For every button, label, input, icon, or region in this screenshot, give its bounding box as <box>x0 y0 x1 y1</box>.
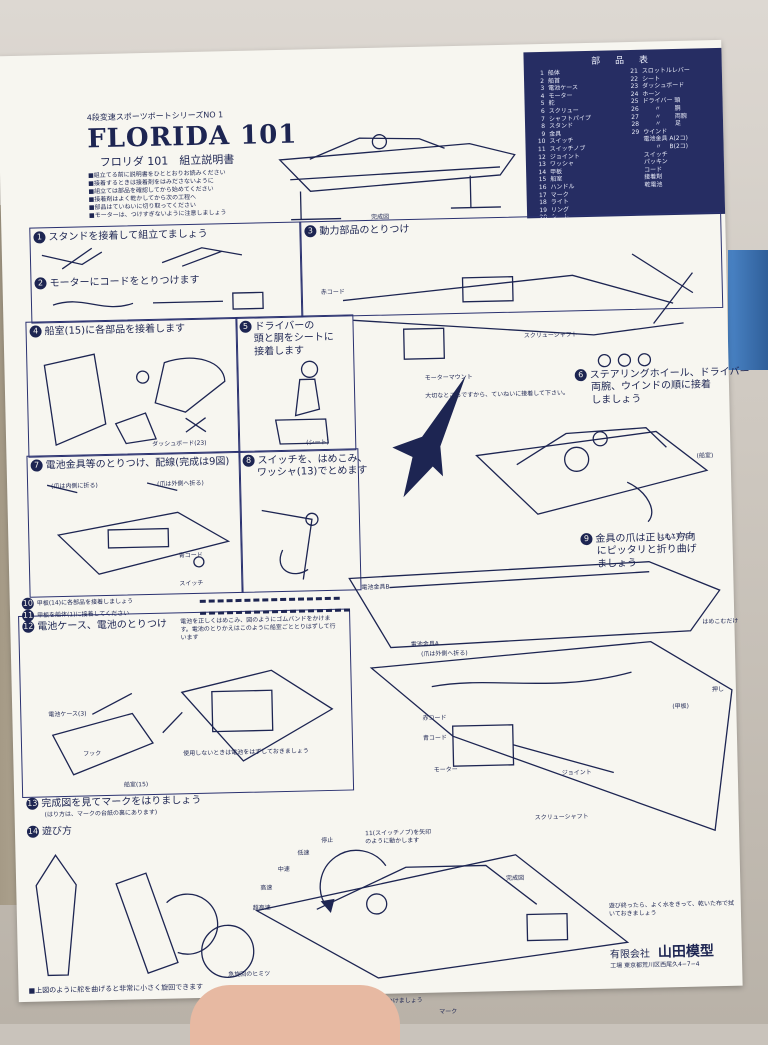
claw-in-label: (爪は内側に折る) <box>51 482 98 491</box>
step-13-subtitle: (はり方は、マークの台紙の裏にあります) <box>44 808 158 819</box>
switch-label: スイッチ <box>179 579 204 588</box>
cabin-parts-illustration <box>43 353 226 447</box>
speed-mid: 中速 <box>277 865 290 874</box>
battery-b-label: 電池金具B <box>361 583 390 592</box>
hull-assembly-illustration <box>348 561 733 832</box>
battery-a-label: 電池金具A <box>410 640 439 649</box>
speed-stop: 停止 <box>321 836 334 845</box>
claw-out-label-2: (爪は外側へ折る) <box>420 649 468 658</box>
stand-parts-illustration <box>41 247 243 270</box>
mark-label: マーク <box>439 1008 458 1016</box>
blue-cord-label: 青コード <box>178 551 203 560</box>
fit-only-label: はめこむだけ <box>702 617 739 626</box>
step-6-title-line2: 両腕、ウインドの順に接着 <box>590 379 712 393</box>
hook-label: フック <box>83 750 102 758</box>
red-cord-label: 赤コード <box>422 714 447 722</box>
joint-label: ジョイント <box>561 769 592 777</box>
push-label: 押し <box>711 686 725 694</box>
step-12-note: 電池を正しくはめこみ、図のようにゴムバンドをかけます。電池のとりかえはこのように… <box>180 614 336 642</box>
instruction-sheet: 4段変速スポーツボートシリーズNO 1 FLORIDA 101 フロリダ 101… <box>0 39 750 1016</box>
screw-shaft-label: スクリューシャフト <box>534 813 589 822</box>
step-5-title-line3: 接着します <box>254 345 305 358</box>
switch-washer-illustration <box>261 509 319 580</box>
marlin-emblem-icon <box>392 375 466 498</box>
step-8-title-line2: ワッシャ(13)でとめます <box>256 465 368 479</box>
hand <box>190 985 400 1045</box>
complete-label: 完成図 <box>506 874 525 883</box>
steering-windshield-illustration <box>475 427 709 523</box>
speed-low: 低速 <box>297 849 310 857</box>
finished-boat-illustration <box>254 854 630 979</box>
speed-super: 超高速 <box>252 904 271 912</box>
speed-high: 高速 <box>260 884 273 892</box>
cabin-label: (船室) <box>696 452 714 460</box>
red-cord-label-top: 赤コード <box>320 288 345 297</box>
cabin15-label: 船室(15) <box>123 781 149 789</box>
battery-case-label: 電池ケース(3) <box>48 710 87 719</box>
assembly-notes: ■組立てる前に説明書をひととおりお読みください ■接着するときは接着剤をはみださ… <box>88 169 227 220</box>
battery-fitting-illustration <box>46 482 231 575</box>
battery-case-illustration <box>51 669 334 776</box>
step-10-arrow <box>199 596 340 603</box>
motor-label: モーター <box>433 766 458 774</box>
kit-box-corner <box>728 250 768 370</box>
table-row: 乾電池 <box>644 181 663 189</box>
speed-dial-icon <box>319 849 387 913</box>
motor-cord-illustration <box>52 291 264 310</box>
switch-knob-note: 11(スイッチノブ)を矢印のように動かします <box>365 828 432 846</box>
driver-seat-illustration <box>274 360 329 445</box>
blue-cord-label-2: 青コード <box>422 734 448 742</box>
product-subtitle: フロリダ 101 組立説明書 <box>99 152 235 170</box>
deck-label: (甲板) <box>672 702 690 711</box>
screw-shaft-label-top: スクリューシャフト <box>523 331 578 340</box>
dashboard-label: ダッシュボード(23) <box>152 439 207 448</box>
play-illustration <box>35 854 255 978</box>
hero-boat-illustration <box>278 134 516 221</box>
product-title: FLORIDA 101 <box>86 119 298 155</box>
power-parts-illustration <box>342 253 694 368</box>
after-play-note: 遊び終ったら、よく水をきって、乾いた布で拭いておきましょう <box>608 899 735 918</box>
seat-label: (シート) <box>306 438 329 447</box>
claw-out-label: (爪は外側へ折る) <box>157 479 204 488</box>
company-address: 工場 東京都荒川区西尾久4−7−4 <box>610 960 700 970</box>
